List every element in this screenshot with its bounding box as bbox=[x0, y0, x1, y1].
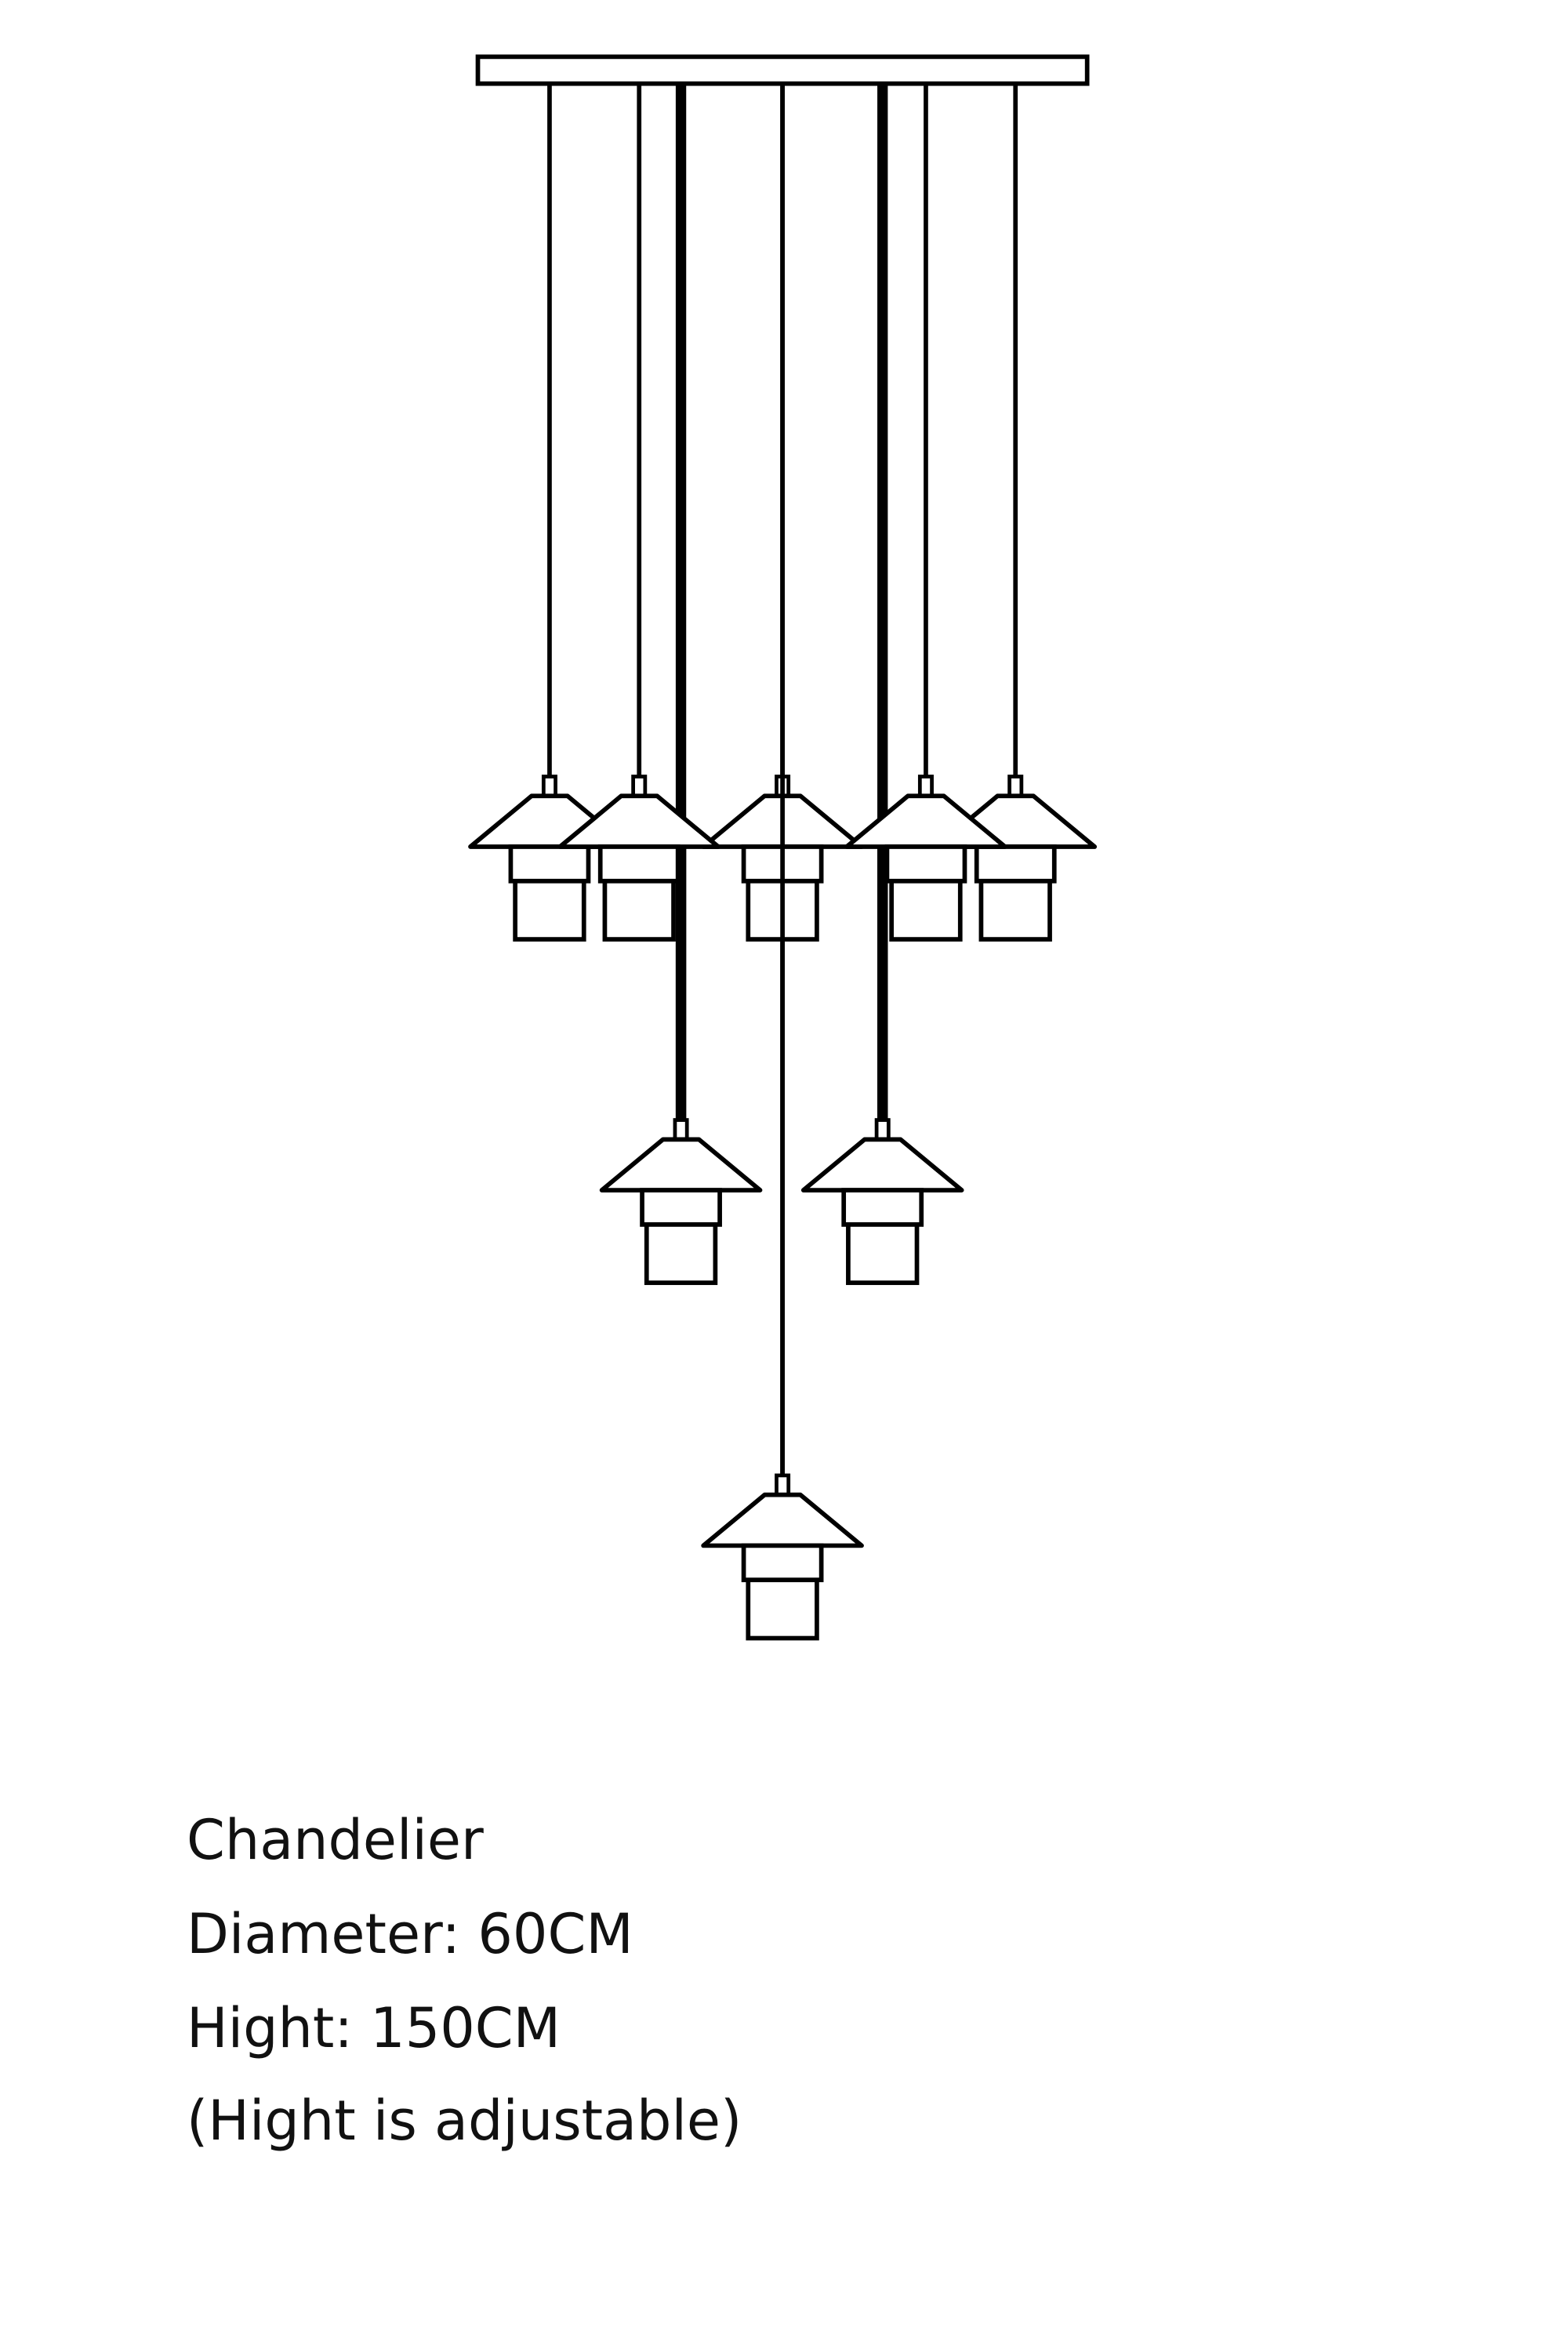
ceiling-canopy bbox=[475, 54, 1090, 86]
lamp-cap bbox=[673, 1118, 689, 1142]
lamp-cap bbox=[775, 1473, 791, 1497]
lamp-cap bbox=[917, 775, 934, 798]
lamp-collar bbox=[508, 844, 591, 884]
lamp-shade bbox=[800, 1137, 964, 1192]
lamp-collar bbox=[974, 844, 1057, 884]
lamp-shade bbox=[701, 1492, 864, 1548]
height-spec: Hight: 150CM bbox=[187, 1996, 561, 2060]
pendant-lamp bbox=[468, 775, 631, 942]
lamp-cap bbox=[874, 1118, 891, 1142]
lamp-glass bbox=[978, 878, 1052, 942]
lamp-cap bbox=[631, 775, 648, 798]
lamp-glass bbox=[602, 878, 676, 942]
pendant-lamp bbox=[557, 775, 721, 942]
lamp-cap bbox=[1007, 775, 1024, 798]
lamp-glass bbox=[889, 878, 963, 942]
product-name: Chandelier bbox=[187, 1808, 484, 1872]
lamp-collar bbox=[640, 1188, 722, 1227]
lamp-cap bbox=[541, 775, 557, 798]
lamp-shade bbox=[844, 793, 1007, 849]
lamp-collar bbox=[741, 1543, 824, 1583]
lamp-collar bbox=[597, 844, 681, 884]
lamp-shade bbox=[557, 793, 721, 849]
adjustable-note: (Hight is adjustable) bbox=[187, 2089, 742, 2153]
pendant-lamp bbox=[701, 1473, 864, 1641]
lamp-glass bbox=[746, 1577, 819, 1641]
lamp-collar bbox=[884, 844, 967, 884]
lamp-glass bbox=[846, 1222, 920, 1286]
pendant-lamp bbox=[844, 775, 1007, 942]
pendant-lamp bbox=[599, 1118, 763, 1286]
lamp-glass bbox=[513, 878, 586, 942]
lamp-shade bbox=[599, 1137, 763, 1192]
lamp-glass bbox=[644, 1222, 718, 1286]
lamp-collar bbox=[841, 1188, 924, 1227]
pendant-lamp bbox=[800, 1118, 964, 1286]
diameter-spec: Diameter: 60CM bbox=[187, 1902, 633, 1966]
